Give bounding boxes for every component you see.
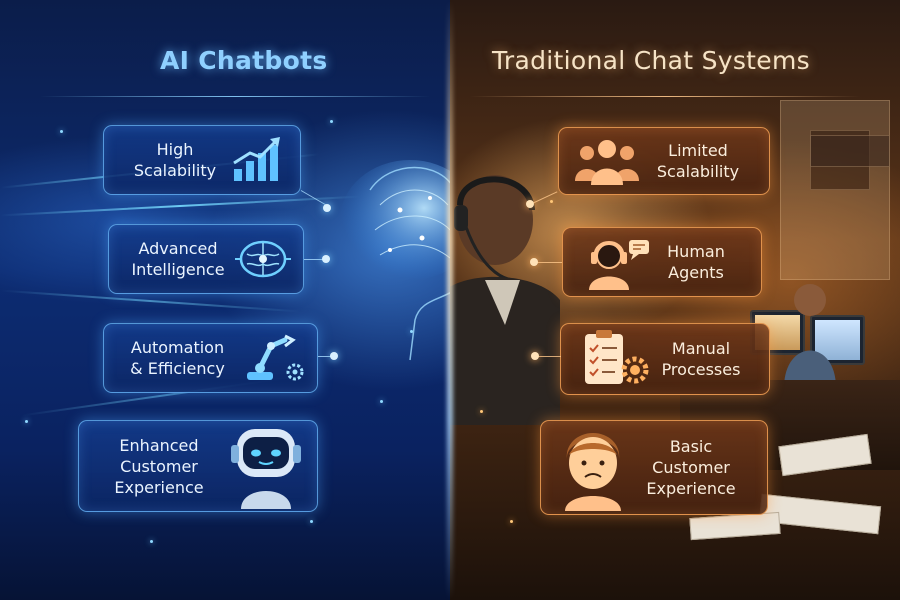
light-streak (0, 195, 360, 217)
bar-chart-growth-icon (233, 137, 280, 181)
card-limited-scalability: Limited Scalability (558, 127, 770, 195)
card-manual-processes: Manual Processes (560, 323, 770, 395)
card-label: Basic Customer Experience (646, 437, 736, 498)
connector-dot (530, 258, 538, 266)
card-human-agents: Human Agents (562, 227, 762, 297)
card-advanced-intelligence: Advanced Intelligence (108, 224, 304, 294)
card-label: Automation & Efficiency (130, 338, 225, 378)
connector-dot (322, 255, 330, 263)
wall-board (810, 135, 890, 167)
card-connector (304, 259, 324, 260)
checklist-gear-icon (585, 330, 649, 384)
card-enhanced-customer-experience: Enhanced Customer Experience (78, 420, 318, 512)
brain-circuit-icon (235, 240, 291, 278)
connector-dot (526, 200, 534, 208)
glowing-brain-icon (340, 160, 450, 361)
panel-divider (447, 0, 453, 600)
particle (25, 420, 28, 423)
particle (150, 540, 153, 543)
card-label: Human Agents (667, 242, 725, 282)
particle (330, 120, 333, 123)
traditional-chat-title: Traditional Chat Systems (492, 46, 810, 75)
connector-dot (531, 352, 539, 360)
particle (510, 520, 513, 523)
card-connector (535, 356, 561, 357)
office-worker-illustration (784, 284, 836, 388)
title-underline (470, 96, 860, 97)
connector-dot (330, 352, 338, 360)
particle (380, 400, 383, 403)
people-group-icon (575, 140, 639, 185)
card-automation-efficiency: Automation & Efficiency (103, 323, 318, 393)
document-stack (689, 511, 781, 541)
headset-agent-icon (589, 240, 649, 290)
particle (310, 520, 313, 523)
robot-face-icon (231, 429, 301, 509)
connector-dot (323, 204, 331, 212)
ai-chatbots-title: AI Chatbots (160, 46, 328, 75)
particle (410, 330, 413, 333)
card-label: Advanced Intelligence (131, 239, 225, 279)
particle (480, 410, 483, 413)
card-high-scalability: High Scalability (103, 125, 301, 195)
card-connector (318, 356, 332, 357)
title-underline (40, 96, 430, 97)
particle (550, 200, 553, 203)
card-basic-customer-experience: Basic Customer Experience (540, 420, 768, 515)
agent-with-headset-illustration (450, 175, 560, 425)
card-connector (534, 262, 562, 263)
robot-arm-icon (247, 334, 304, 381)
card-label: Limited Scalability (656, 141, 740, 181)
office-window (780, 100, 890, 280)
card-label: Manual Processes (661, 339, 741, 379)
sad-face-icon (565, 432, 621, 511)
particle (60, 130, 63, 133)
card-label: Enhanced Customer Experience (114, 435, 204, 497)
card-label: High Scalability (133, 140, 217, 180)
